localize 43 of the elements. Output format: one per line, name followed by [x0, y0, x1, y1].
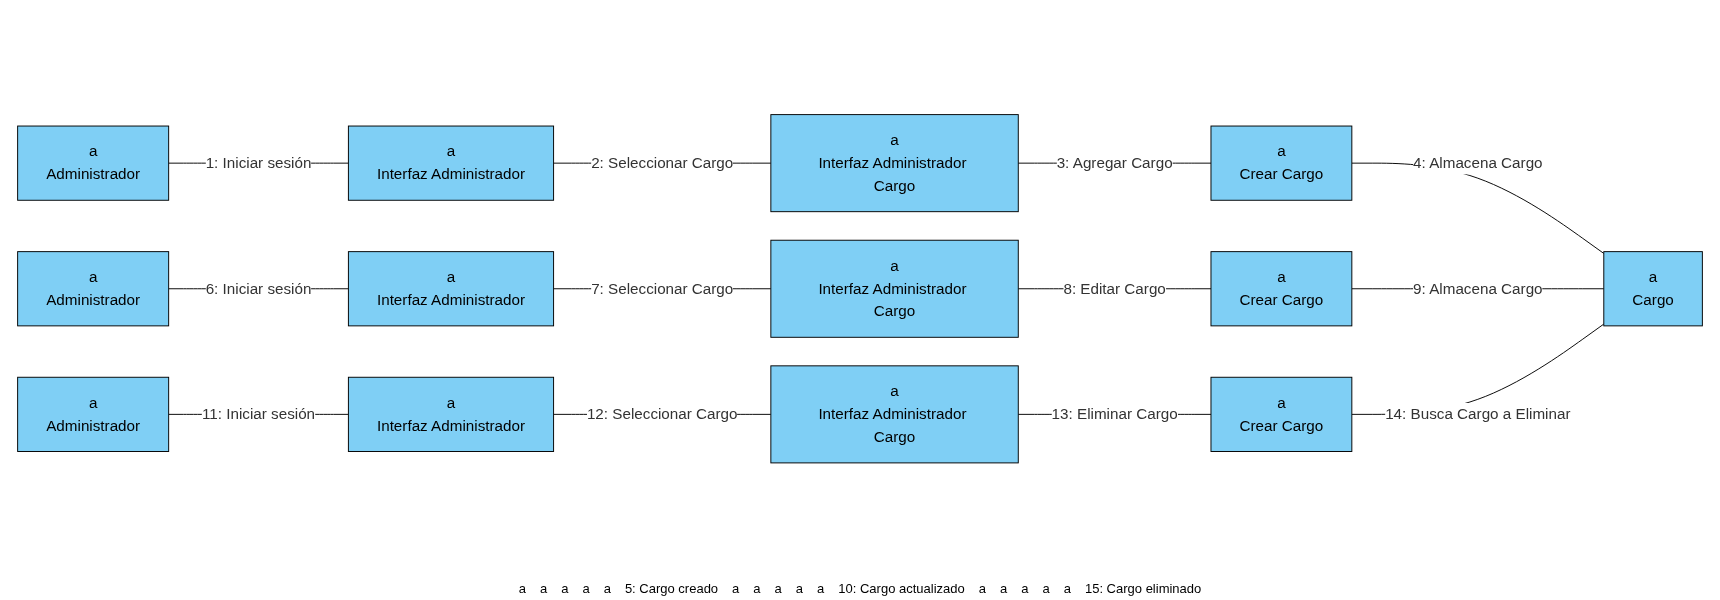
message-label: a [518, 581, 526, 596]
edge-label: 9: Almacena Cargo [1413, 279, 1543, 297]
node-box: a Interfaz Administrador [347, 125, 555, 201]
message-label: a [1021, 581, 1029, 596]
node-box: a Interfaz Administrador [347, 250, 555, 327]
message-label: a [603, 581, 611, 596]
node-box: a Crear Cargo [1210, 125, 1353, 201]
message-label: a [753, 581, 761, 596]
message-label: 15: Cargo eliminado [1084, 581, 1202, 596]
edge-label: 6: Iniciar sesión [205, 279, 312, 297]
message-label: a [978, 581, 986, 596]
edge-label: 3: Agregar Cargo [1056, 154, 1173, 171]
edge-label: 2: Seleccionar Cargo [591, 154, 734, 171]
edge-label: 8: Editar Cargo [1063, 279, 1166, 297]
node-box: a Interfaz Administrador Cargo [770, 365, 1019, 464]
node-box: a Interfaz Administrador Cargo [770, 239, 1019, 338]
node-box: a Cargo [1603, 250, 1703, 327]
message-label: 5: Cargo creado [624, 581, 719, 596]
message-label: a [795, 581, 804, 596]
message-label: a [561, 581, 569, 596]
message-label: a [582, 581, 590, 596]
message-label: a [774, 581, 782, 596]
edge-label: 13: Eliminar Cargo [1051, 405, 1178, 422]
edge-label: 14: Busca Cargo a Eliminar [1385, 405, 1571, 422]
message-label: a [1042, 581, 1050, 596]
node-box: a Crear Cargo [1210, 376, 1353, 452]
edge-label: 7: Seleccionar Cargo [591, 279, 734, 297]
node-box: a Administrador [17, 250, 170, 327]
edge-label: 11: Iniciar sesión [201, 405, 316, 422]
node-box: a Administrador [17, 376, 170, 452]
message-label: a [1063, 581, 1071, 596]
message-label: 10: Cargo actualizado [838, 581, 965, 596]
node-box: a Administrador [17, 125, 170, 201]
node-box: a Interfaz Administrador Cargo [770, 113, 1019, 212]
message-label: a [817, 581, 825, 596]
message-label: a [539, 581, 548, 596]
edge-label: 1: Iniciar sesión [205, 154, 312, 171]
edge-label: 4: Almacena Cargo [1413, 154, 1543, 171]
message-label: a [732, 581, 740, 596]
node-box: a Crear Cargo [1210, 250, 1353, 327]
node-box: a Interfaz Administrador [347, 376, 555, 452]
message-label: a [1000, 581, 1008, 596]
edge-label: 12: Seleccionar Cargo [586, 405, 738, 422]
